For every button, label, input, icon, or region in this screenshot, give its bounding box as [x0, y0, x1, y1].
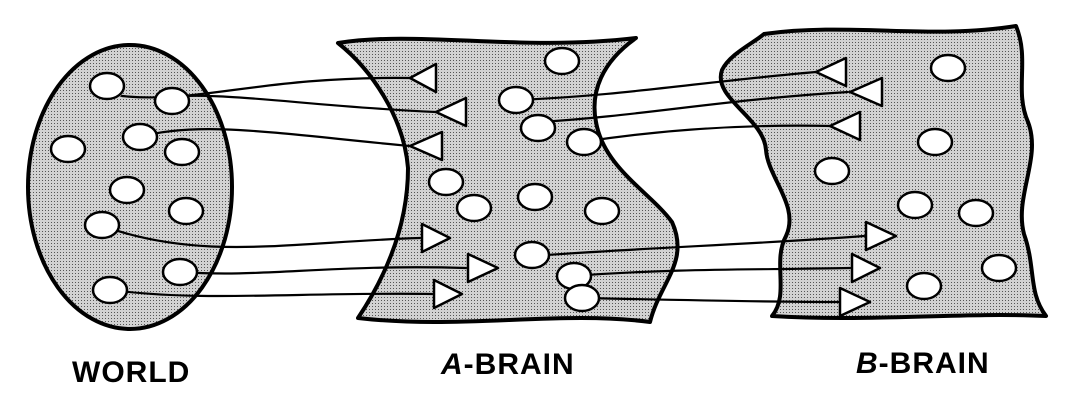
arrowhead	[408, 62, 438, 94]
node	[121, 122, 159, 152]
a-brain-nodes	[427, 46, 621, 313]
b-brain-label-suffix: -BRAIN	[878, 347, 990, 380]
node	[108, 175, 146, 205]
node	[497, 85, 535, 115]
arrowheads	[408, 56, 898, 318]
a-brain-label-suffix: -BRAIN	[463, 348, 575, 381]
node	[161, 257, 199, 287]
arrowhead	[814, 56, 848, 88]
a-brain-label-prefix: A	[441, 348, 464, 381]
node	[916, 127, 954, 157]
a-brain-region	[336, 36, 680, 324]
arrowhead	[432, 278, 464, 310]
arrowhead	[434, 96, 468, 128]
node	[929, 53, 967, 83]
node	[957, 198, 995, 228]
node	[513, 240, 551, 270]
arrowhead	[420, 222, 452, 254]
connection-wires	[98, 70, 866, 304]
arrowhead	[848, 76, 884, 108]
node	[813, 156, 851, 186]
node	[455, 193, 493, 223]
b-brain-region	[718, 24, 1048, 320]
arrowhead	[838, 286, 872, 318]
node	[543, 46, 581, 76]
b-brain-nodes	[813, 53, 1018, 301]
node	[896, 190, 934, 220]
b-brain-label: B-BRAIN	[856, 347, 990, 381]
world-nodes	[49, 71, 205, 305]
node	[516, 182, 554, 212]
node	[83, 210, 121, 240]
world-label: WORLD	[72, 356, 190, 390]
world-label-text: WORLD	[72, 356, 191, 389]
node	[49, 134, 87, 164]
node	[905, 271, 943, 301]
b-brain-label-prefix: B	[856, 347, 879, 380]
node	[980, 253, 1018, 283]
node	[563, 283, 601, 313]
node	[167, 196, 205, 226]
node	[153, 86, 191, 116]
node	[427, 167, 465, 197]
node	[91, 275, 129, 305]
node	[163, 137, 201, 167]
a-brain-label: A-BRAIN	[441, 348, 575, 382]
node	[519, 113, 557, 143]
arrowhead	[850, 252, 882, 284]
node	[583, 196, 621, 226]
arrowhead	[408, 130, 444, 162]
arrowhead	[828, 110, 862, 142]
node	[565, 127, 603, 157]
arrowhead	[466, 252, 500, 284]
arrowhead	[864, 220, 898, 252]
node	[88, 71, 126, 101]
